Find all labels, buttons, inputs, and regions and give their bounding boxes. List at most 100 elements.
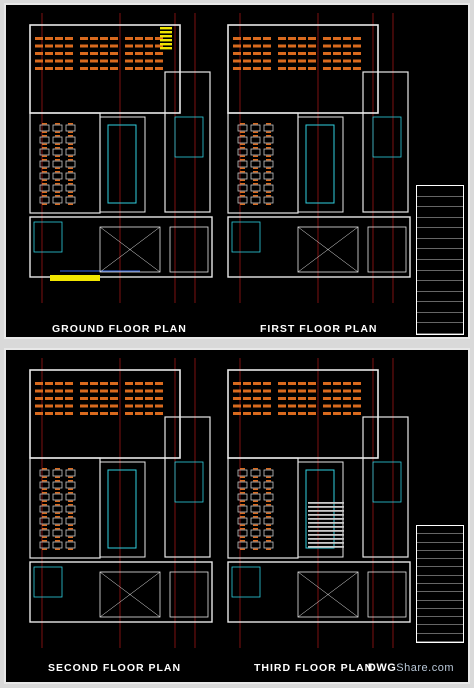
table <box>39 505 50 513</box>
desk <box>110 59 118 63</box>
chair <box>266 516 271 518</box>
chair <box>42 492 47 494</box>
chair <box>266 167 271 169</box>
desk <box>155 37 163 40</box>
chair <box>253 191 258 193</box>
chair <box>55 159 60 161</box>
chair <box>55 167 60 169</box>
desk <box>155 382 163 385</box>
chair <box>253 480 258 482</box>
chair <box>55 468 60 470</box>
atrium <box>305 469 335 549</box>
chair <box>240 528 245 530</box>
chair <box>42 195 47 197</box>
hall <box>297 226 359 273</box>
desk <box>278 404 286 408</box>
desk <box>55 389 63 393</box>
desk <box>90 67 98 70</box>
lecture-row <box>308 546 344 548</box>
chair <box>68 183 73 185</box>
lecture-row <box>308 514 344 516</box>
table <box>65 517 76 525</box>
table <box>263 481 274 489</box>
desk <box>155 397 163 400</box>
desk <box>35 389 43 393</box>
desk <box>35 382 43 385</box>
chair <box>42 131 47 133</box>
desk <box>155 404 163 408</box>
floor-plans-bottom-svg <box>29 358 411 648</box>
desk <box>333 389 341 393</box>
title-block-row <box>417 526 463 535</box>
chair <box>55 504 60 506</box>
desk <box>323 59 331 63</box>
desk <box>333 397 341 400</box>
table <box>237 493 248 501</box>
chair <box>253 171 258 173</box>
chair <box>253 500 258 502</box>
desk <box>298 67 306 70</box>
desk <box>253 59 261 63</box>
desk <box>155 389 163 393</box>
desk <box>278 59 286 63</box>
desk <box>45 44 53 48</box>
desk <box>80 37 88 40</box>
desk <box>35 67 43 70</box>
table <box>65 172 76 180</box>
desk <box>145 44 153 48</box>
title-block-row <box>417 559 463 568</box>
table <box>250 541 261 549</box>
table <box>65 136 76 144</box>
desk <box>110 44 118 48</box>
desk <box>323 44 331 48</box>
desk <box>125 67 133 70</box>
desk <box>263 412 271 415</box>
desk <box>233 67 241 70</box>
title-block-top <box>416 185 464 335</box>
desk <box>155 59 163 63</box>
table <box>237 541 248 549</box>
desk <box>308 389 316 393</box>
chair <box>253 536 258 538</box>
table <box>250 184 261 192</box>
lecture-row <box>308 526 344 528</box>
wall <box>29 112 101 214</box>
desk <box>263 44 271 48</box>
table <box>250 148 261 156</box>
desk <box>253 37 261 40</box>
table <box>237 136 248 144</box>
table <box>250 196 261 204</box>
table <box>263 184 274 192</box>
table <box>237 481 248 489</box>
chair <box>240 135 245 137</box>
desk <box>125 389 133 393</box>
desk <box>110 412 118 415</box>
desk <box>253 389 261 393</box>
title-block-row <box>417 271 463 282</box>
chair <box>240 131 245 133</box>
wall <box>362 71 409 213</box>
lecture-row <box>308 510 344 512</box>
table <box>263 148 274 156</box>
chair <box>266 524 271 526</box>
wall <box>227 24 379 114</box>
chair <box>55 183 60 185</box>
table <box>250 481 261 489</box>
chair <box>68 524 73 526</box>
title-block-row <box>417 609 463 618</box>
chair <box>55 480 60 482</box>
chair <box>240 540 245 542</box>
chair <box>68 516 73 518</box>
desk <box>298 44 306 48</box>
desk <box>90 44 98 48</box>
chair <box>266 504 271 506</box>
hall <box>297 571 359 618</box>
desk <box>45 389 53 393</box>
chair <box>253 476 258 478</box>
chair <box>68 492 73 494</box>
chair <box>266 195 271 197</box>
table <box>39 148 50 156</box>
chair <box>253 135 258 137</box>
desk <box>55 404 63 408</box>
chair <box>253 492 258 494</box>
